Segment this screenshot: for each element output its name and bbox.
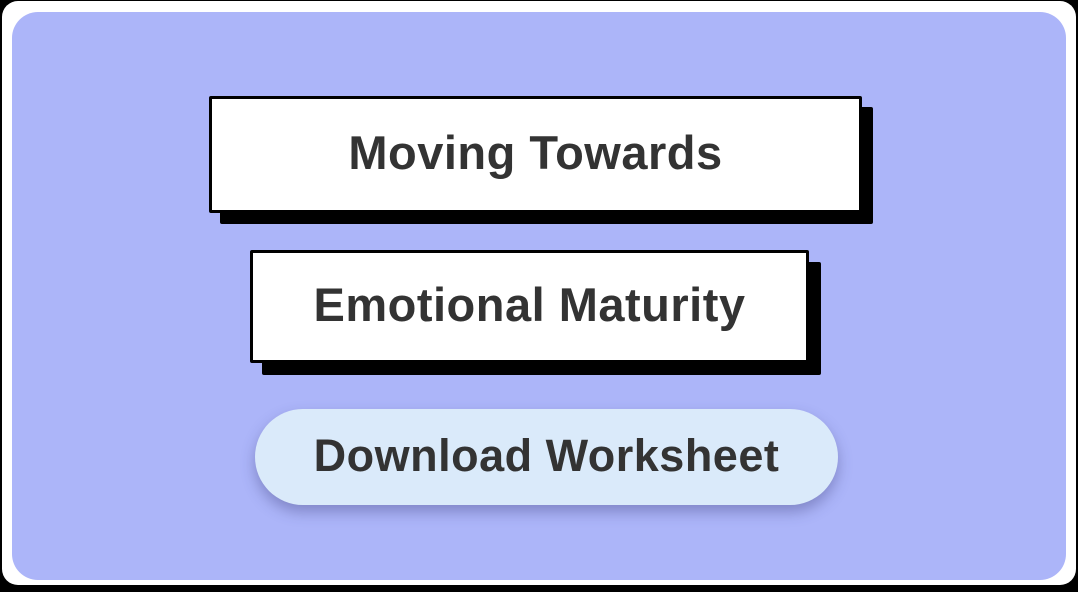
title-box-line2: Emotional Maturity — [250, 250, 809, 363]
title-box-line1: Moving Towards — [209, 96, 862, 213]
background-card: Moving Towards Emotional Maturity Downlo… — [12, 12, 1066, 580]
download-worksheet-button[interactable]: Download Worksheet — [255, 409, 838, 505]
title-line1-text: Moving Towards — [348, 126, 723, 179]
title-line2-text: Emotional Maturity — [313, 278, 746, 331]
